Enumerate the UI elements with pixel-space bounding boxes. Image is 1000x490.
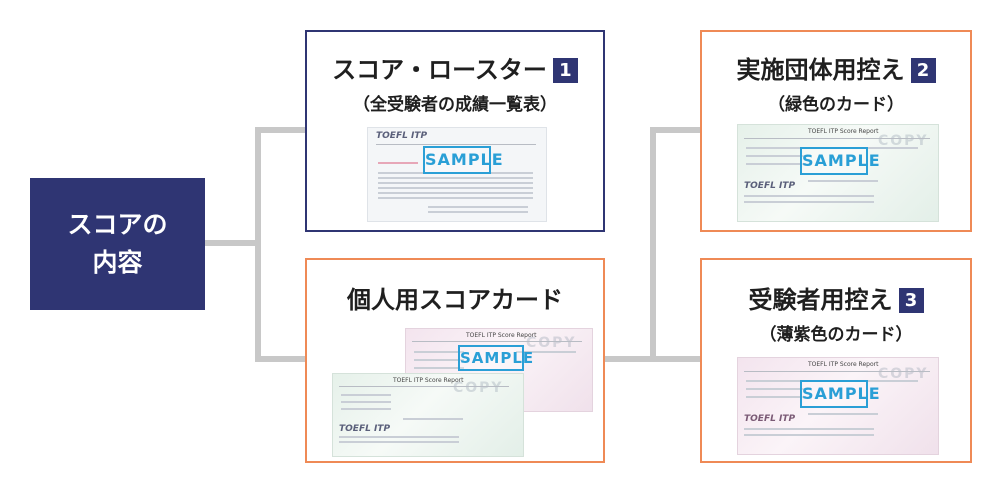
examinee-copy-subtitle: （薄紫色のカード）: [759, 325, 913, 345]
card-line: [412, 341, 582, 342]
personal-score-card-box: 個人用スコアカード TOEFL ITP Score Report COPY SA…: [305, 258, 605, 463]
table-row: [428, 206, 528, 208]
institution-card-image: TOEFL ITP Score Report COPY TOEFL ITP SA…: [737, 124, 939, 222]
toefl-logo: TOEFL ITP: [339, 424, 391, 434]
sample-stamp: SAMPLE: [800, 380, 880, 408]
card-row: [744, 434, 874, 436]
score-roster-subtitle: （全受験者の成績一覧表）: [353, 95, 557, 115]
card-header: TOEFL ITP Score Report: [808, 128, 879, 135]
card-row: [403, 418, 463, 420]
connector-root: [205, 240, 260, 246]
card-row: [339, 441, 459, 443]
card-row: [414, 359, 464, 361]
card-row: [808, 180, 878, 182]
table-row: [378, 182, 533, 184]
table-row: [378, 192, 533, 194]
card-row: [341, 394, 391, 396]
table-row: [378, 177, 533, 179]
card-row: [746, 388, 806, 390]
card-line: [744, 138, 930, 139]
card-header: TOEFL ITP Score Report: [393, 377, 464, 384]
score-roster-image: TOEFL ITP SAMPLE: [367, 127, 547, 222]
table-row: [378, 162, 418, 164]
card-row: [746, 147, 806, 149]
card-line: [339, 386, 509, 387]
toefl-logo: TOEFL ITP: [744, 181, 796, 191]
card-row: [746, 163, 806, 165]
connector-right-vertical: [650, 127, 656, 362]
root-label-line2: 内容: [92, 248, 143, 277]
card-row: [744, 428, 874, 430]
card-row: [744, 195, 874, 197]
number-badge-2: 2: [910, 58, 936, 83]
copy-watermark: COPY: [453, 380, 504, 396]
roster-header-line: [376, 144, 536, 145]
root-node-score-contents: スコアの 内容: [30, 178, 205, 310]
card-row: [746, 396, 806, 398]
card-row: [341, 401, 391, 403]
sample-stamp: SAMPLE: [423, 146, 503, 174]
card-row: [744, 201, 874, 203]
card-row: [414, 367, 464, 369]
connector-to-personal: [255, 356, 305, 362]
institution-copy-subtitle: （緑色のカード）: [768, 95, 904, 115]
sample-stamp: SAMPLE: [458, 345, 533, 371]
card-line: [744, 371, 930, 372]
card-header: TOEFL ITP Score Report: [808, 361, 879, 368]
table-row: [378, 197, 533, 199]
card-row: [808, 413, 878, 415]
card-row: [516, 351, 576, 353]
root-label-line1: スコアの: [67, 210, 168, 239]
card-row: [746, 155, 806, 157]
connector-left-vertical: [255, 127, 261, 362]
personal-score-card-title: 個人用スコアカード: [347, 286, 563, 314]
card-row: [339, 436, 459, 438]
examinee-card-image: TOEFL ITP Score Report COPY TOEFL ITP SA…: [737, 357, 939, 455]
card-header: TOEFL ITP Score Report: [466, 332, 537, 339]
table-row: [428, 211, 528, 213]
number-badge-1: 1: [552, 58, 578, 83]
toefl-logo: TOEFL ITP: [744, 414, 796, 424]
card-row: [414, 351, 464, 353]
sample-stamp: SAMPLE: [800, 147, 880, 175]
connector-to-examinee: [650, 356, 700, 362]
institution-card-image: TOEFL ITP Score Report COPY TOEFL ITP: [332, 373, 524, 457]
card-row: [858, 380, 918, 382]
card-row: [341, 408, 391, 410]
copy-watermark: COPY: [878, 366, 929, 382]
card-row: [746, 380, 806, 382]
connector-personal-right: [605, 356, 655, 362]
toefl-logo: TOEFL ITP: [376, 131, 428, 141]
connector-to-institution: [650, 127, 700, 133]
connector-to-roster: [255, 127, 305, 133]
copy-watermark: COPY: [878, 133, 929, 149]
number-badge-3: 3: [898, 288, 924, 313]
card-row: [858, 147, 918, 149]
table-row: [378, 187, 533, 189]
copy-watermark: COPY: [526, 335, 577, 351]
